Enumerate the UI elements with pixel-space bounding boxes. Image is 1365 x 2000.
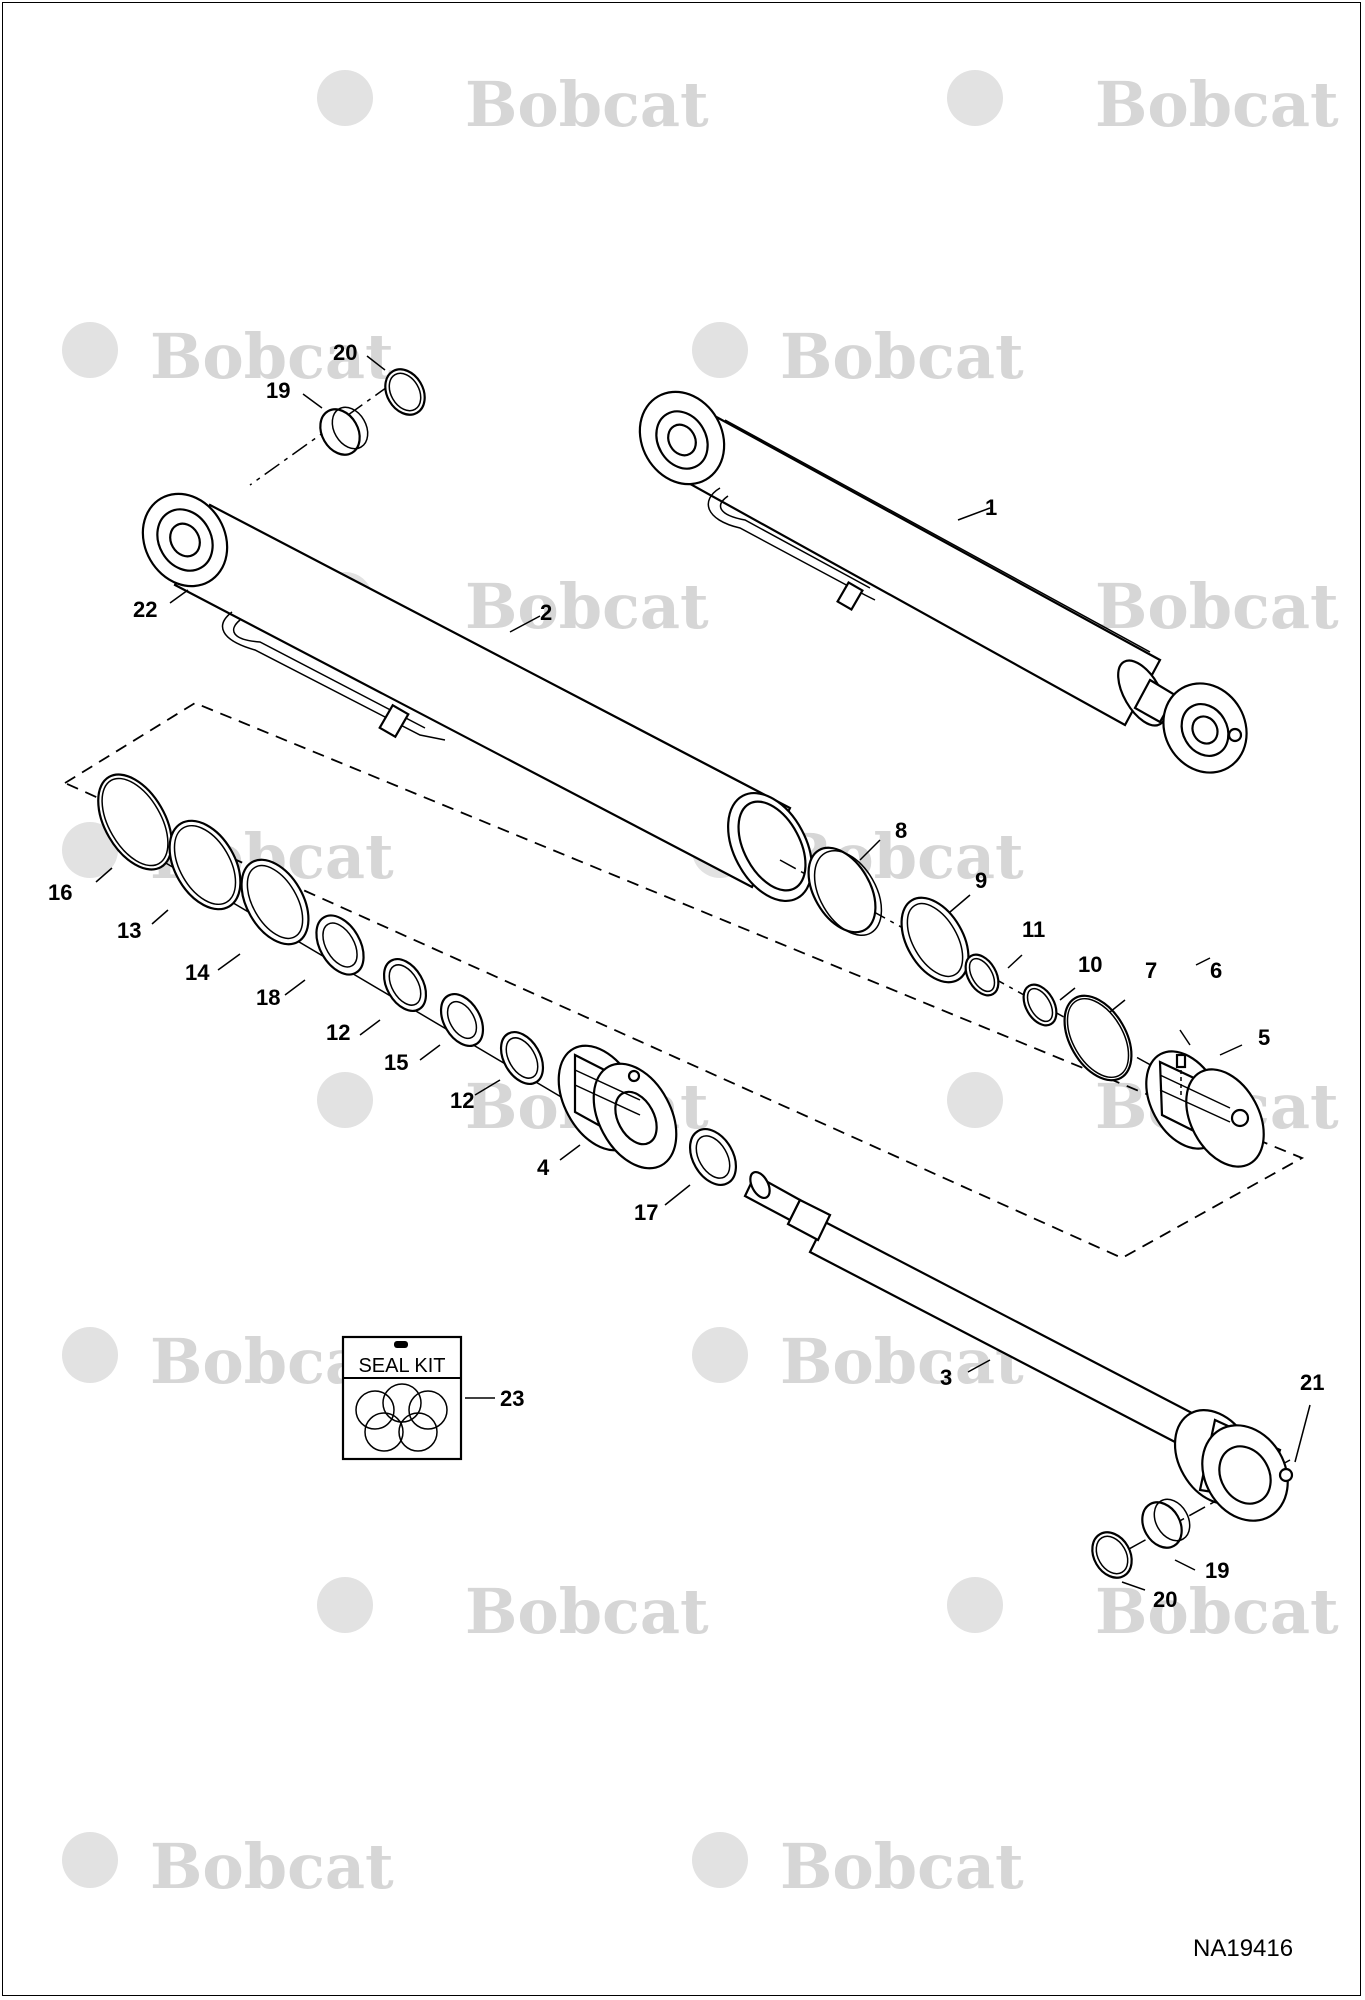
seal-kit-boundary (63, 701, 1305, 1260)
callout-12b: 12 (450, 1088, 474, 1113)
callout-19a: 19 (266, 378, 290, 403)
callout-19b: 19 (1205, 1558, 1229, 1583)
seal-kit-label: SEAL KIT (358, 1355, 445, 1377)
callout-2: 2 (540, 600, 552, 625)
bushing-19b (1141, 1501, 1183, 1549)
svg-text:Bobcat: Bobcat (150, 320, 394, 393)
ring-18 (315, 914, 365, 976)
drawing-code: NA19416 (1193, 1935, 1293, 1962)
callout-6: 6 (1210, 958, 1222, 983)
ring-9 (900, 896, 970, 984)
svg-text:Bobcat: Bobcat (465, 570, 709, 643)
seal-rings (97, 368, 1191, 1579)
callout-22: 22 (133, 597, 157, 622)
callout-1: 1 (985, 495, 997, 520)
callout-13: 13 (117, 918, 141, 943)
callout-21: 21 (1300, 1370, 1324, 1395)
barrel-2 (141, 492, 813, 903)
callout-7: 7 (1145, 958, 1157, 983)
callout-20b: 20 (1153, 1587, 1177, 1612)
svg-text:Bobcat: Bobcat (1095, 68, 1339, 141)
callout-labels: 1 2 3 4 5 6 7 8 9 10 11 12 12 13 14 15 1… (48, 340, 1324, 1612)
callout-5: 5 (1258, 1025, 1270, 1050)
callout-12a: 12 (326, 1020, 350, 1045)
gland-4 (557, 1044, 678, 1170)
watermark-layer: Bobcat Bobcat Bobcat Bobcat Bobcat Bobca… (62, 68, 1339, 1903)
cylinder-assembly-1 (638, 390, 1248, 774)
seal-kit-23: SEAL KIT (341, 1335, 463, 1461)
ring-17 (688, 1128, 738, 1186)
callout-18: 18 (256, 985, 280, 1010)
callout-20a: 20 (333, 340, 357, 365)
ring-12a (382, 958, 428, 1012)
set-screw-6 (1175, 1053, 1187, 1095)
ring-11 (964, 953, 1000, 997)
ring-8 (807, 846, 877, 934)
callout-14: 14 (185, 960, 210, 985)
callout-17: 17 (634, 1200, 658, 1225)
callout-9: 9 (975, 868, 987, 893)
ring-15 (439, 993, 485, 1047)
callout-8: 8 (895, 818, 907, 843)
ring-13 (168, 819, 242, 911)
svg-text:Bobcat: Bobcat (465, 1575, 709, 1648)
piston-5 (1145, 1050, 1265, 1168)
callout-4: 4 (537, 1155, 550, 1180)
piston-rod-3 (743, 1170, 1294, 1522)
callout-15: 15 (384, 1050, 408, 1075)
leader-lines (95, 355, 1311, 1591)
ring-16 (97, 773, 173, 871)
svg-text:Bobcat: Bobcat (1095, 570, 1339, 643)
callout-16: 16 (48, 880, 72, 905)
svg-text:Bobcat: Bobcat (780, 1830, 1024, 1903)
callout-10: 10 (1078, 952, 1102, 977)
ring-10 (1022, 983, 1058, 1027)
svg-text:Bobcat: Bobcat (465, 68, 709, 141)
callout-23: 23 (500, 1386, 524, 1411)
callout-11: 11 (1022, 917, 1045, 942)
ring-12b (499, 1031, 545, 1085)
svg-text:Bobcat: Bobcat (780, 320, 1024, 393)
bushing-19a (319, 408, 361, 456)
callout-3: 3 (940, 1365, 952, 1390)
ring-14 (240, 858, 310, 946)
svg-text:Bobcat: Bobcat (150, 1830, 394, 1903)
